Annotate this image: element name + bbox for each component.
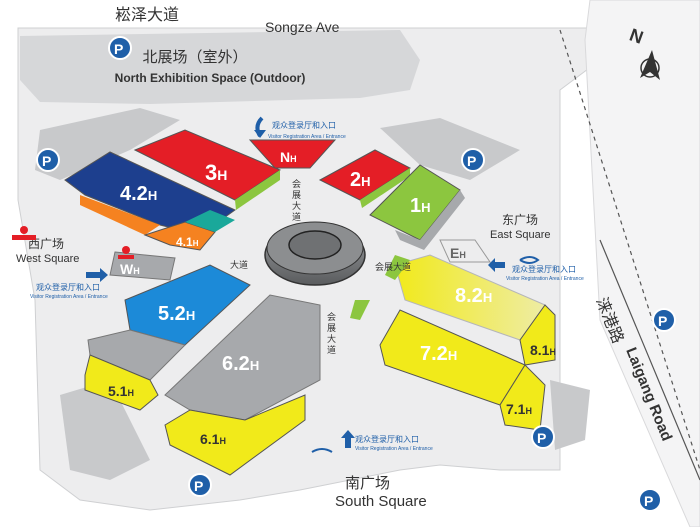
- hall-nh[interactable]: NH: [248, 139, 337, 169]
- metro-marker-west-2[interactable]: [118, 246, 134, 259]
- hall-8-1h[interactable]: 8.1H: [519, 304, 556, 366]
- hall-2h[interactable]: 2H: [318, 149, 412, 208]
- hall-7-1h[interactable]: 7.1H: [499, 364, 546, 431]
- svg-text:WH: WH: [120, 261, 140, 277]
- central-hub[interactable]: [264, 221, 366, 286]
- svg-text:Visitor Registration Area / En: Visitor Registration Area / Entrance: [355, 446, 433, 452]
- svg-text:4.1H: 4.1H: [176, 235, 199, 249]
- svg-text:P: P: [42, 153, 51, 169]
- west-square-cn: 西广场: [28, 237, 64, 251]
- lawn-ne: [380, 118, 520, 180]
- entrance-east[interactable]: 观众登录厅和入口 Visitor Registration Area / Ent…: [488, 256, 584, 282]
- east-square-cn: 东广场: [502, 213, 538, 227]
- svg-text:观众登录厅和入口: 观众登录厅和入口: [36, 282, 100, 292]
- road-inner-bottom: 会展大道: [327, 311, 336, 356]
- svg-text:EH: EH: [450, 245, 466, 261]
- svg-text:P: P: [194, 478, 203, 494]
- svg-text:P: P: [644, 493, 653, 509]
- svg-text:4.2H: 4.2H: [120, 183, 157, 205]
- hall-3h-label: 3H: [205, 160, 227, 185]
- svg-text:P: P: [658, 313, 667, 329]
- svg-text:1H: 1H: [410, 195, 431, 217]
- svg-text:Visitor Registration Area / En: Visitor Registration Area / Entrance: [268, 134, 346, 140]
- svg-text:8.1H: 8.1H: [530, 342, 556, 358]
- svg-text:NH: NH: [280, 149, 297, 165]
- lawn-se: [550, 380, 590, 450]
- west-square-en: West Square: [16, 253, 79, 265]
- svg-text:5.1H: 5.1H: [108, 383, 134, 399]
- svg-text:8.2H: 8.2H: [455, 285, 492, 307]
- entrance-south[interactable]: 观众登录厅和入口 Visitor Registration Area / Ent…: [311, 430, 433, 453]
- hall-1h[interactable]: 1H: [369, 164, 465, 250]
- road-north-cn: 崧泽大道: [115, 5, 179, 24]
- compass-arrow-icon: [640, 50, 660, 80]
- hall-6-1h[interactable]: 6.1H: [164, 394, 306, 476]
- connector-south: [350, 300, 370, 320]
- east-road-edge: [599, 239, 700, 481]
- entrance-north[interactable]: 观众登录厅和入口 Visitor Registration Area / Ent…: [254, 116, 346, 140]
- east-square-en: East Square: [490, 229, 551, 241]
- lawn-nw: [35, 108, 180, 180]
- parking-ne[interactable]: P: [461, 148, 485, 172]
- south-square-cn: 南广场: [345, 474, 390, 492]
- hall-5-1h[interactable]: 5.1H: [84, 354, 159, 411]
- svg-text:7.2H: 7.2H: [420, 343, 457, 365]
- svg-text:Visitor Registration Area / En: Visitor Registration Area / Entrance: [30, 294, 108, 300]
- south-square-en: South Square: [335, 493, 427, 510]
- north-exhibition-cn: 北展场（室外）: [142, 48, 247, 66]
- svg-text:观众登录厅和入口: 观众登录厅和入口: [355, 434, 419, 444]
- svg-text:观众登录厅和入口: 观众登录厅和入口: [512, 264, 576, 274]
- parking-southeast[interactable]: P: [531, 425, 555, 449]
- north-exhibition-en: North Exhibition Space (Outdoor): [115, 71, 306, 85]
- hall-7-2h[interactable]: 7.2H: [379, 309, 526, 406]
- parking-north[interactable]: P: [108, 36, 132, 60]
- east-road: [584, 0, 700, 527]
- road-inner-left: 大道: [230, 259, 248, 271]
- svg-text:观众登录厅和入口: 观众登录厅和入口: [272, 120, 336, 130]
- parking-south-east-corner[interactable]: P: [638, 488, 662, 512]
- north-exhibition-space[interactable]: [20, 30, 420, 104]
- svg-text:P: P: [114, 41, 123, 57]
- road-inner-vertical: 会展大道: [292, 178, 301, 223]
- hall-eh[interactable]: EH: [439, 239, 491, 263]
- parking-southwest[interactable]: P: [188, 473, 212, 497]
- connector-east: [385, 255, 410, 280]
- road-north-en: Songze Ave: [265, 19, 340, 35]
- entrance-west[interactable]: 观众登录厅和入口 Visitor Registration Area / Ent…: [30, 268, 108, 300]
- compass-letter: N: [627, 25, 646, 48]
- road-inner-right: 会展大道: [375, 261, 411, 273]
- svg-text:P: P: [537, 430, 546, 446]
- hall-8-2h[interactable]: 8.2H: [394, 254, 546, 341]
- hall-3h[interactable]: 3H: [133, 129, 282, 210]
- metro-marker-west[interactable]: [12, 226, 36, 240]
- svg-text:5.2H: 5.2H: [158, 303, 195, 325]
- svg-text:6.2H: 6.2H: [222, 353, 259, 375]
- svg-text:7.1H: 7.1H: [506, 401, 532, 417]
- svg-text:2H: 2H: [350, 169, 371, 191]
- hall-5-2h[interactable]: 5.2H: [87, 264, 251, 381]
- parking-east[interactable]: P: [652, 308, 676, 332]
- svg-text:Visitor Registration Area / En: Visitor Registration Area / Entrance: [506, 276, 584, 282]
- east-road-dash: [559, 29, 700, 471]
- svg-text:6.1H: 6.1H: [200, 431, 226, 447]
- lawn-sw: [60, 380, 150, 480]
- hall-4-1h[interactable]: 4.1H: [143, 210, 235, 251]
- parking-nw[interactable]: P: [36, 148, 60, 172]
- compass: N: [627, 25, 660, 80]
- svg-text:P: P: [467, 153, 476, 169]
